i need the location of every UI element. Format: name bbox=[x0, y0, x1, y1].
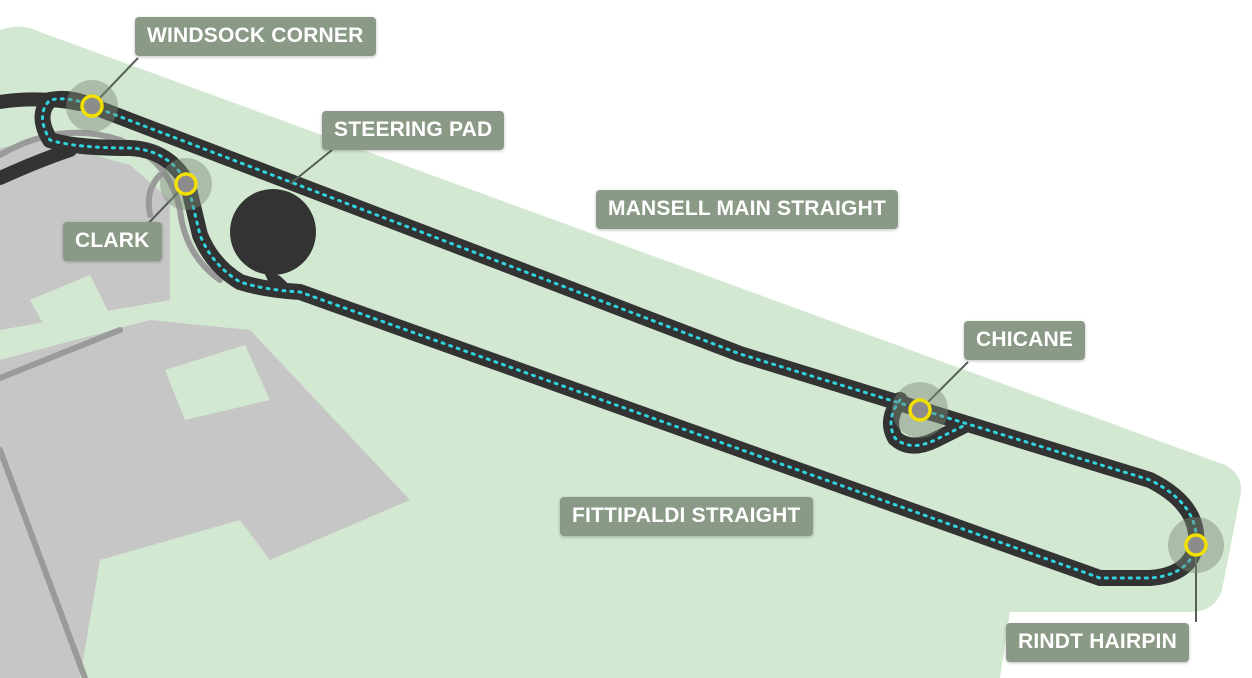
label-clark[interactable]: CLARK bbox=[63, 222, 162, 261]
site-edge-cutout bbox=[500, 430, 1000, 678]
chicane-racing-line bbox=[889, 398, 967, 447]
label-fittipaldi-straight: FITTIPALDI STRAIGHT bbox=[560, 497, 813, 536]
building-courtyards bbox=[30, 275, 270, 420]
corner-marker-chicane[interactable] bbox=[892, 382, 948, 438]
label-steering-pad[interactable]: STEERING PAD bbox=[322, 111, 505, 150]
label-chicane[interactable]: CHICANE bbox=[964, 321, 1086, 360]
label-mansell-main-straight: MANSELL MAIN STRAIGHT bbox=[596, 190, 898, 229]
corner-marker-rindt[interactable] bbox=[1168, 517, 1224, 573]
service-road bbox=[0, 143, 77, 185]
label-windsock-corner[interactable]: WINDSOCK CORNER bbox=[135, 17, 376, 56]
corner-marker-windsock[interactable] bbox=[66, 80, 118, 132]
label-rindt-hairpin[interactable]: RINDT HAIRPIN bbox=[1006, 623, 1189, 662]
corner-marker-clark[interactable] bbox=[160, 158, 212, 210]
steering-pad-circle bbox=[230, 189, 316, 275]
